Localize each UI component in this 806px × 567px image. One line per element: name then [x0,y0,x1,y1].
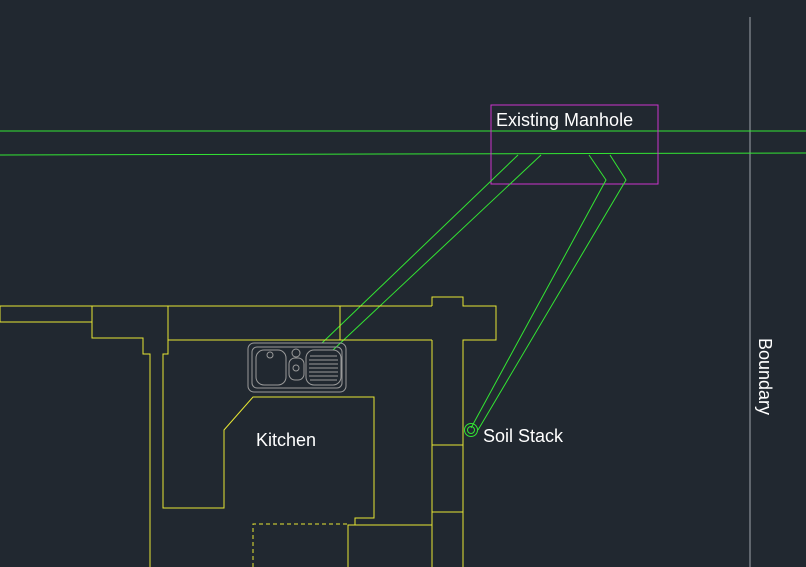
manhole-label: Existing Manhole [496,110,633,130]
kitchen-sink-symbol[interactable] [247,342,347,393]
sewer-main[interactable] [0,130,806,156]
sink-drain-pipe[interactable] [321,154,542,351]
manhole-box[interactable] [490,104,659,185]
boundary-label: Boundary [755,338,775,415]
soil-stack-label: Soil Stack [483,426,564,446]
kitchen-label: Kitchen [256,430,316,450]
soil-stack-drain-pipe[interactable] [470,154,627,431]
building-walls[interactable] [0,296,497,567]
soil-stack-symbol[interactable] [464,423,478,437]
